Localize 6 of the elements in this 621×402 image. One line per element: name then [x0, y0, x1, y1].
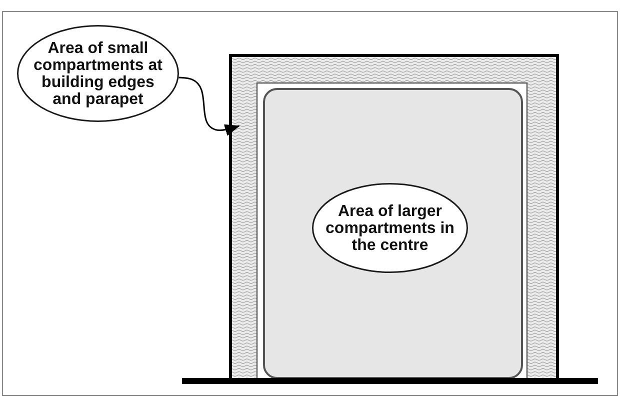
- callout-ellipse: [17, 25, 179, 122]
- callout-text: Area of larger compartments in the centre: [324, 202, 456, 254]
- leader-arrow: [178, 76, 240, 136]
- callout-ellipse: [312, 183, 468, 273]
- callout-text: Area of small compartments at building edges and parapet: [32, 40, 164, 108]
- central-area: [263, 88, 523, 379]
